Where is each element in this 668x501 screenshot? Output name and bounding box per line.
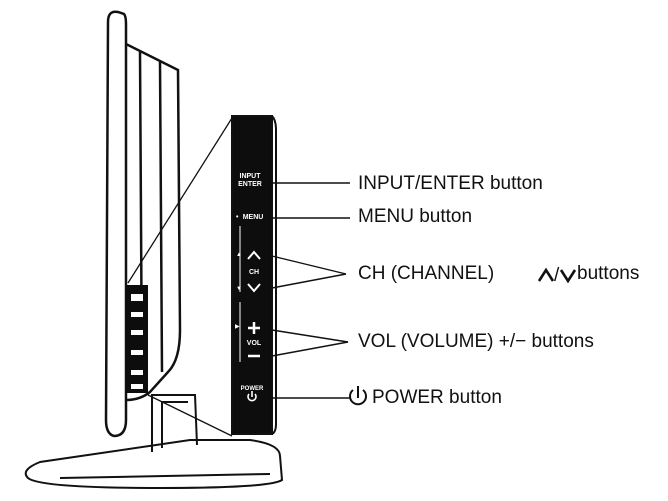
tv-body [104, 10, 182, 438]
ch-down-icon [247, 283, 261, 293]
tv-side-buttons-small [126, 285, 148, 393]
stand-base-edge [59, 473, 271, 479]
callout-vol: VOL (VOLUME) +/− buttons [358, 331, 594, 352]
callout-power: POWER button [372, 387, 502, 408]
callout-ch-slash: / [554, 265, 560, 286]
leader-vol-minus [271, 341, 349, 357]
small-panel-btn-3 [131, 330, 143, 335]
panel-menu-dot: • [236, 214, 239, 221]
leader-ch-up [271, 255, 347, 275]
small-panel [126, 285, 148, 393]
leader-ch-down [271, 273, 347, 289]
callout-ch-suffix: buttons [577, 263, 640, 284]
leader-lines [271, 182, 350, 399]
tv-back-seam-2 [158, 61, 164, 373]
panel-ch-arrow-down-marker: ▼ [236, 286, 242, 292]
callout-power-icon [349, 386, 367, 406]
zoom-line-bottom [147, 394, 233, 437]
stand-neck [151, 394, 198, 452]
panel-vol-marker: ▶ [235, 324, 240, 330]
tv-front-bezel [104, 10, 128, 438]
enlarged-panel-edge [271, 115, 277, 435]
callout-input-enter: INPUT/ENTER button [358, 173, 543, 194]
ch-up-icon [247, 250, 261, 260]
plus-icon [248, 322, 260, 334]
callout-ch-down-icon [559, 269, 577, 284]
stand-base [24, 439, 284, 490]
panel-enter-label: ENTER [238, 181, 262, 188]
zoom-line-top [127, 117, 233, 284]
panel-ch-arrow-up-marker: ▲ [236, 252, 242, 258]
leader-vol-plus [271, 329, 349, 343]
callout-ch-up-icon [537, 267, 555, 282]
power-icon [247, 391, 257, 402]
small-panel-btn-4 [131, 350, 143, 355]
panel-input-label: INPUT [240, 173, 262, 180]
small-panel-btn-1 [131, 294, 143, 301]
zoom-lines [127, 117, 233, 437]
panel-vol-label: VOL [247, 340, 262, 347]
small-panel-btn-2 [131, 312, 143, 317]
callout-ch-prefix: CH (CHANNEL) [358, 263, 495, 284]
panel-ch-label: CH [249, 269, 259, 276]
panel-menu-label: MENU [243, 214, 264, 221]
tv-back-cover [125, 42, 182, 402]
panel-power-label: POWER [241, 386, 264, 392]
small-panel-btn-6 [131, 384, 143, 389]
small-panel-btn-5 [131, 370, 143, 375]
control-panel-enlarged: INPUT ENTER • MENU ▲ ▼ CH ▶ VOL POWER [231, 115, 277, 435]
callout-menu: MENU button [358, 206, 473, 227]
